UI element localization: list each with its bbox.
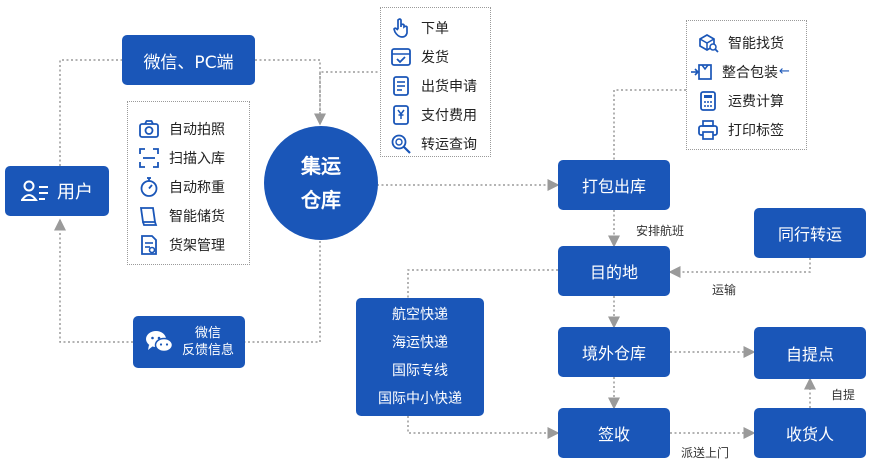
arrow-left-icon: ←: [779, 64, 790, 79]
book-icon: [139, 206, 158, 226]
feature-label: 货架管理: [169, 237, 225, 254]
user-label: 用户: [57, 182, 93, 203]
warehouse-features-panel: 自动拍照 扫描入库 自动称重 智能储货 货架管理: [127, 101, 250, 265]
wechat-icon: [145, 331, 174, 353]
express-option: 国际专线: [392, 363, 448, 379]
feature-row: 智能储货: [138, 201, 249, 230]
feature-row: 自动称重: [138, 172, 249, 201]
edge-destination-express: [407, 269, 558, 298]
client-row: 转运查询: [390, 129, 490, 158]
edge-feedback-user: [54, 218, 133, 343]
packing-label: 运费计算: [728, 93, 784, 110]
pickup-point-label: 自提点: [785, 345, 834, 364]
receiver-node[interactable]: 收货人: [754, 408, 866, 458]
edge-user-wechat: [59, 59, 122, 166]
edge-label-transport: 运输: [712, 283, 737, 297]
feature-label: 自动拍照: [169, 121, 225, 138]
hub-label-line2: 仓库: [301, 188, 341, 212]
feature-label: 自动称重: [169, 179, 225, 196]
wechat-pc-node[interactable]: 微信、PC端: [122, 35, 255, 85]
payment-icon: [393, 104, 409, 125]
destination-node[interactable]: 目的地: [558, 246, 670, 296]
packing-row: 打印标签: [697, 115, 806, 144]
document-icon: [141, 234, 157, 255]
packing-label: 打印标签: [728, 122, 784, 139]
edge-hub-client: [319, 71, 380, 120]
hub-label-line1: 集运: [301, 154, 341, 178]
packing-label: 智能找货: [728, 35, 784, 52]
package-search-icon: [699, 33, 719, 53]
feature-row: 自动拍照: [138, 114, 249, 143]
wechat-feedback-node[interactable]: 微信 反馈信息: [133, 316, 245, 368]
packing-row: 运费计算: [697, 86, 806, 115]
express-option: 海运快递: [392, 335, 448, 351]
express-option: 航空快递: [392, 307, 448, 323]
box-check-icon: [391, 47, 411, 66]
camera-icon: [139, 119, 159, 138]
wechat-pc-label: 微信、PC端: [143, 52, 234, 73]
client-label: 转运查询: [421, 136, 477, 153]
sign-label: 签收: [597, 425, 630, 444]
client-label: 发货: [421, 49, 449, 66]
sign-node[interactable]: 签收: [558, 408, 670, 458]
destination-label: 目的地: [589, 263, 638, 282]
client-label: 出货申请: [421, 78, 477, 95]
edge-express-sign: [407, 416, 560, 439]
feature-row: 扫描入库: [138, 143, 249, 172]
feature-label: 扫描入库: [169, 150, 225, 167]
packing-label: 整合包装: [722, 64, 778, 81]
client-features-panel: 下单 发货 出货申请 支付费用 转运查询: [380, 7, 491, 157]
overseas-warehouse-label: 境外仓库: [581, 344, 646, 363]
feature-row: 货架管理: [138, 230, 249, 259]
client-label: 支付费用: [421, 107, 477, 124]
feedback-label-line1: 微信: [194, 326, 221, 341]
packing-row: 智能找货: [697, 28, 806, 57]
peer-transfer-node[interactable]: 同行转运: [754, 208, 866, 258]
overseas-warehouse-node[interactable]: 境外仓库: [558, 327, 670, 377]
stopwatch-icon: [140, 176, 158, 197]
hub-warehouse-node[interactable]: 集运 仓库: [264, 126, 378, 240]
edge-label-arrange-flight: 安排航班: [636, 224, 685, 238]
packing-features-panel: 智能找货 整合包装 ← 运费计算 打印标签: [686, 20, 807, 150]
printer-icon: [698, 119, 718, 140]
user-node[interactable]: 用户: [5, 166, 109, 216]
client-row: 下单: [390, 13, 490, 42]
search-icon: [391, 134, 411, 154]
client-row: 支付费用: [390, 100, 490, 129]
edge-packpanel-pack: [613, 89, 686, 160]
package-merge-icon: [691, 63, 712, 80]
pack-out-label: 打包出库: [581, 177, 646, 196]
packing-row: 整合包装 ←: [691, 57, 806, 86]
client-row: 出货申请: [390, 71, 490, 100]
edge-label-self-pickup: 自提: [831, 388, 856, 402]
express-options-node[interactable]: 航空快递 海运快递 国际专线 国际中小快递: [356, 298, 484, 416]
edge-wechat-hub: [255, 59, 326, 126]
edge-hub-feedback: [245, 241, 321, 343]
express-option: 国际中小快递: [378, 391, 462, 407]
client-row: 发货: [390, 42, 490, 71]
feature-label: 智能储货: [169, 208, 225, 225]
hand-pointer-icon: [393, 17, 408, 38]
list-icon: [393, 75, 409, 96]
receiver-label: 收货人: [785, 425, 834, 444]
client-label: 下单: [421, 20, 449, 37]
pickup-point-node[interactable]: 自提点: [754, 327, 866, 379]
feedback-label-line2: 反馈信息: [181, 343, 234, 358]
edge-peer-destination: [668, 258, 811, 278]
edge-label-deliver-door: 派送上门: [681, 446, 730, 460]
peer-transfer-label: 同行转运: [777, 225, 842, 244]
calculator-icon: [700, 90, 716, 111]
user-card-icon: [21, 180, 48, 201]
pack-out-node[interactable]: 打包出库: [558, 160, 670, 210]
scan-icon: [139, 147, 159, 168]
